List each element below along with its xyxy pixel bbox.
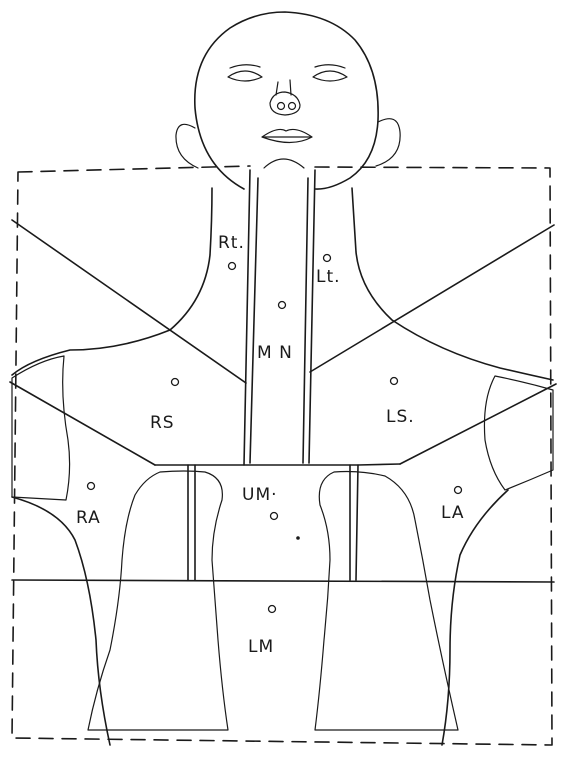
mantle-lower-border — [12, 580, 554, 582]
right-ear — [176, 124, 198, 168]
mouth — [262, 129, 312, 142]
label-lm: LM — [248, 637, 274, 657]
neck-field-right-edge — [244, 170, 250, 465]
body-outline — [12, 188, 553, 745]
left-ear — [376, 119, 400, 166]
nose — [270, 80, 300, 115]
stray-mark — [296, 536, 300, 540]
point-rs — [172, 379, 179, 386]
left-neck-shoulder-outline — [352, 188, 553, 380]
right-humeral-shield — [12, 356, 70, 500]
point-la — [455, 487, 462, 494]
right-lung-shield — [88, 471, 228, 730]
upper-mantle-box — [188, 465, 358, 580]
right-nostril — [278, 103, 285, 110]
reference-points — [88, 255, 462, 613]
field-lines — [10, 166, 556, 745]
left-oblique-line-lower — [400, 384, 556, 464]
mediastinal-box — [195, 465, 350, 580]
right-neck-shoulder-outline — [12, 188, 212, 375]
point-lt — [324, 255, 331, 262]
right-eye — [228, 71, 262, 81]
point-ra — [88, 483, 95, 490]
right-body-outline — [12, 497, 110, 745]
point-rt — [229, 263, 236, 270]
right-oblique-line-lower — [10, 382, 155, 465]
left-eye — [313, 71, 347, 81]
label-la: LA — [441, 503, 465, 523]
field-border-dashed — [12, 166, 552, 745]
label-ra: RA — [76, 508, 101, 528]
label-rs: RS — [150, 413, 175, 433]
point-um — [271, 513, 278, 520]
left-lung-shield — [315, 472, 458, 731]
right-brow — [230, 65, 260, 68]
neck-field-left-inner — [303, 178, 308, 463]
label-ls: LS. — [386, 407, 415, 427]
left-nostril — [289, 103, 296, 110]
label-rt: Rt. — [218, 233, 245, 253]
point-mn — [279, 302, 286, 309]
label-lt: Lt. — [316, 267, 341, 287]
left-shoulder-line — [358, 464, 400, 465]
label-um: UM· — [242, 485, 278, 505]
left-body-outline — [442, 490, 508, 745]
point-ls — [391, 378, 398, 385]
chin — [264, 159, 304, 168]
label-mn: M N — [257, 343, 293, 363]
left-humeral-shield — [484, 376, 553, 490]
region-labels: Rt. Lt. M N RS LS. UM· RA LA LM — [76, 233, 465, 657]
point-lm — [269, 606, 276, 613]
head-outline — [195, 12, 378, 189]
left-oblique-line-upper — [310, 225, 554, 372]
shield-blocks — [12, 356, 553, 730]
neck-field-right-inner — [250, 178, 258, 463]
head — [176, 12, 400, 189]
left-brow — [315, 65, 345, 68]
neck-field-left-edge — [309, 170, 315, 463]
